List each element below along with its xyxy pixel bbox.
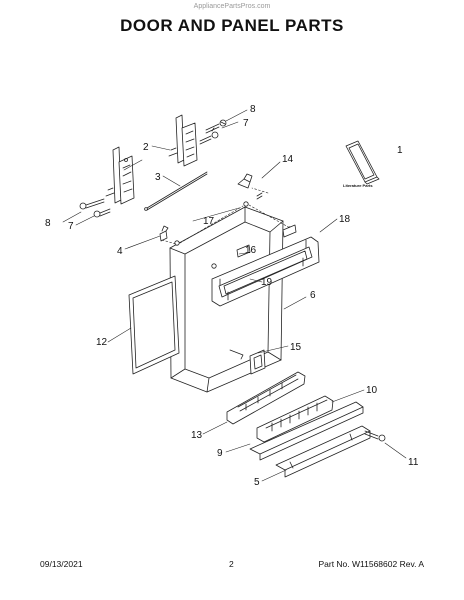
callout-6: 6: [310, 290, 316, 301]
callout-9: 9: [217, 448, 223, 459]
small-bracket-part: [159, 225, 169, 242]
callout-10: 10: [366, 385, 378, 396]
callout-4: 4: [117, 246, 123, 257]
vent-strip-part: [256, 395, 334, 443]
callout-3: 3: [155, 172, 161, 183]
callout-5: 5: [254, 477, 260, 488]
clip-part: [237, 173, 263, 200]
rod-part: [144, 171, 208, 211]
footer-date: 09/13/2021: [40, 559, 83, 569]
literature-label: Literature Parts: [343, 183, 373, 188]
leader-lines: [62, 109, 407, 482]
hinge-left-part: [105, 146, 135, 205]
callout-8-upper: 8: [250, 104, 256, 115]
gasket-panel-part: [128, 275, 180, 375]
callout-7-lower: 7: [68, 221, 74, 232]
callout-14: 14: [282, 154, 294, 165]
hinge-screws-lower: [79, 198, 111, 218]
callout-7-upper: 7: [243, 118, 249, 129]
callout-11: 11: [408, 457, 419, 468]
trim-strip-13-part: [226, 371, 306, 425]
callout-8-lower: 8: [45, 218, 51, 229]
bottom-strip-5-part: [275, 425, 371, 478]
bottom-screw-part: [364, 430, 386, 442]
assembly-dashed-lines: [161, 187, 291, 245]
callout-16: 16: [245, 245, 257, 256]
callout-12: 12: [96, 337, 108, 348]
handle-part: [223, 250, 308, 301]
literature-parts-part: Literature Parts: [343, 140, 380, 188]
callout-17: 17: [203, 216, 215, 227]
long-strip-9-part: [249, 401, 364, 461]
page-title: DOOR AND PANEL PARTS: [120, 16, 344, 35]
footer-part-number: Part No. W11568602 Rev. A: [318, 559, 424, 569]
callout-19: 19: [261, 277, 273, 288]
latch-part: [249, 349, 266, 375]
callout-15: 15: [290, 342, 302, 353]
callout-1: 1: [397, 145, 403, 156]
callout-18: 18: [339, 214, 351, 225]
hinge-right-part: [168, 114, 198, 167]
watermark: AppliancePartsPros.com: [193, 3, 271, 10]
callout-13: 13: [191, 430, 203, 441]
callout-2: 2: [143, 142, 149, 153]
footer-page-number: 2: [229, 559, 234, 569]
hinge-screws-upper: [199, 119, 227, 145]
